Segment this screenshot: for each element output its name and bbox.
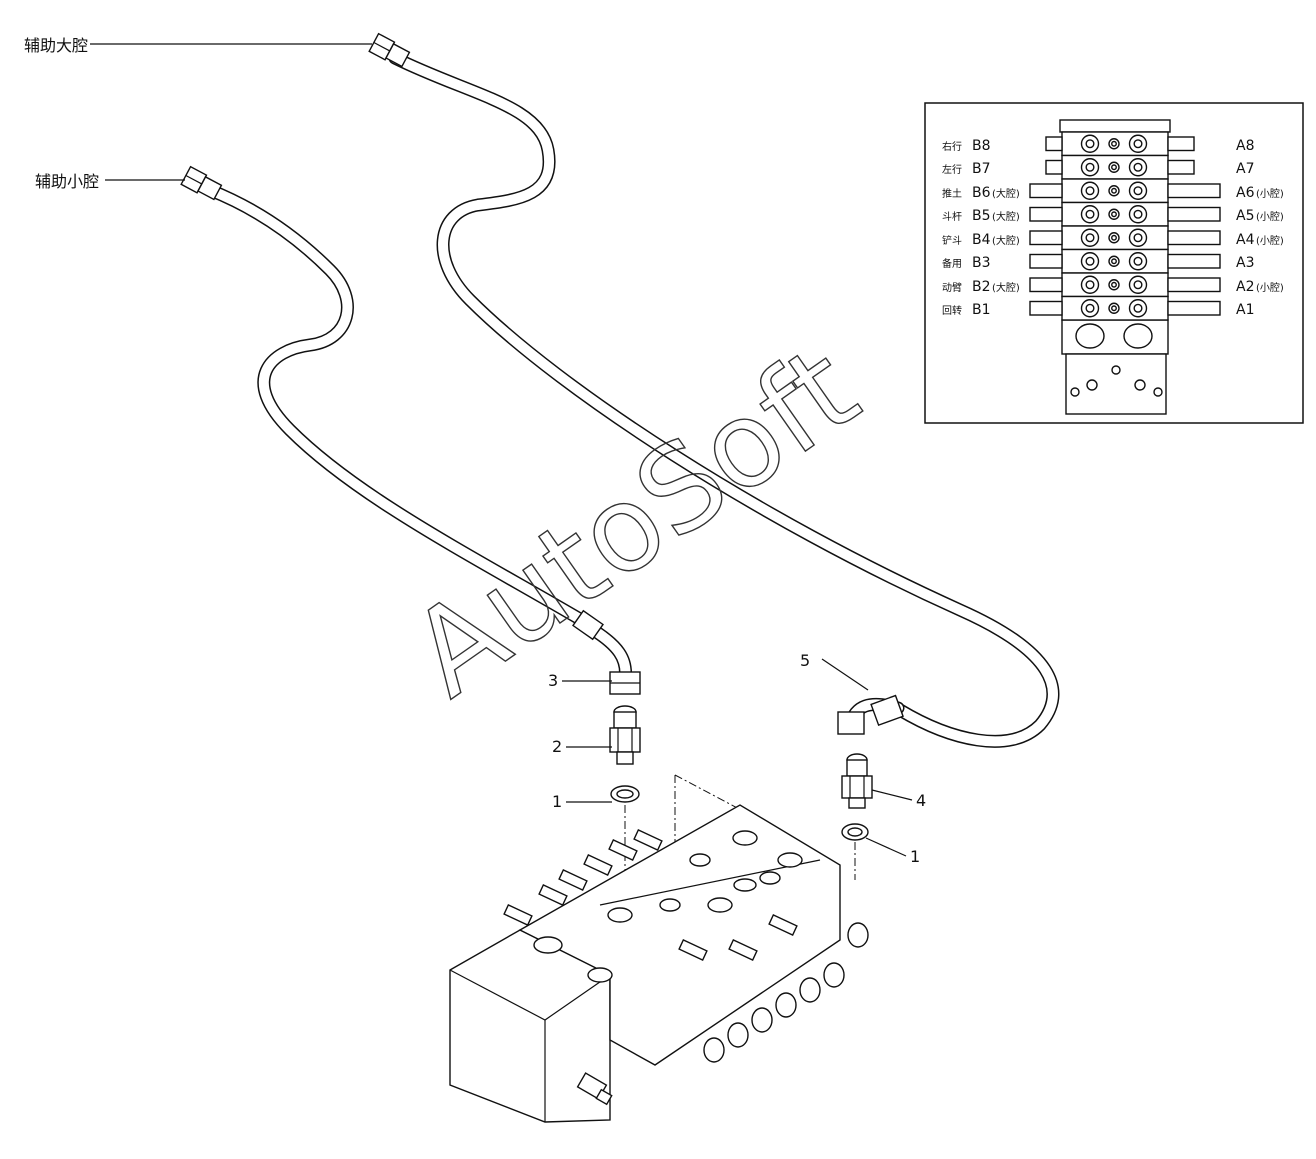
inset-valve-section bbox=[1029, 295, 1221, 321]
inset-row-b: B6 bbox=[972, 185, 991, 201]
inset-left-cap bbox=[1029, 300, 1063, 316]
inset-right-cap bbox=[1167, 300, 1221, 316]
inset-row-a: A5 bbox=[1236, 208, 1254, 224]
hose-large-chamber bbox=[388, 51, 1060, 748]
inset-row-a-suffix: (小腔) bbox=[1256, 187, 1284, 200]
elbow-fitting-right bbox=[837, 694, 905, 735]
o-ring-part-1-left bbox=[610, 785, 640, 803]
inset-valve-section bbox=[1045, 131, 1195, 157]
callout-3: 3 bbox=[548, 671, 558, 690]
inset-valve-diagram bbox=[924, 102, 1304, 424]
label-small-chamber: 辅助小腔 bbox=[35, 172, 99, 191]
inset-row-b: B3 bbox=[972, 255, 991, 271]
callout-5: 5 bbox=[800, 651, 810, 670]
callout-1-right: 1 bbox=[910, 847, 920, 866]
inset-row-name: 动臂 bbox=[942, 281, 962, 294]
inset-left-cap bbox=[1029, 230, 1063, 246]
inset-valve-section bbox=[1029, 225, 1221, 251]
label-large-chamber: 辅助大腔 bbox=[24, 36, 88, 55]
inset-row-name: 铲斗 bbox=[942, 235, 962, 247]
inset-row-name: 右行 bbox=[942, 140, 962, 153]
inset-right-cap bbox=[1167, 253, 1221, 269]
callout-2: 2 bbox=[552, 737, 562, 756]
inset-row-a-suffix: (小腔) bbox=[1256, 281, 1284, 294]
control-valve-block bbox=[449, 774, 869, 1123]
inset-left-cap bbox=[1029, 253, 1063, 269]
hose-small-chamber bbox=[203, 183, 597, 632]
inset-row-name: 备用 bbox=[942, 257, 962, 270]
callout-4: 4 bbox=[916, 791, 926, 810]
inset-row-b: B5 bbox=[972, 208, 991, 224]
inset-row-b: B2 bbox=[972, 279, 991, 295]
inset-left-cap bbox=[1029, 183, 1063, 199]
inset-row-a: A7 bbox=[1236, 161, 1254, 177]
inset-row-a-suffix: (小腔) bbox=[1256, 210, 1284, 223]
inset-row-a: A6 bbox=[1236, 185, 1255, 201]
inset-row-a: A3 bbox=[1236, 255, 1254, 271]
inset-row-b-suffix: (大腔) bbox=[992, 234, 1020, 247]
inset-row-a: A1 bbox=[1236, 302, 1254, 318]
inset-valve-section bbox=[1029, 178, 1221, 204]
inset-left-cap bbox=[1045, 159, 1063, 175]
inset-right-cap bbox=[1167, 159, 1195, 175]
inset-row-a: A8 bbox=[1236, 138, 1254, 154]
inset-row-b: B1 bbox=[972, 302, 991, 318]
inset-valve-section bbox=[1029, 201, 1221, 227]
inset-row-a: A2 bbox=[1236, 279, 1254, 295]
inset-right-cap bbox=[1167, 230, 1221, 246]
inset-row-b: B7 bbox=[972, 161, 991, 177]
o-ring-part-1-right bbox=[841, 823, 869, 841]
elbow-fitting-left bbox=[572, 609, 641, 695]
inset-row-name: 推土 bbox=[942, 187, 962, 200]
adapter-part-2 bbox=[609, 705, 641, 765]
inset-left-cap bbox=[1029, 206, 1063, 222]
hose-nut-large-top bbox=[368, 32, 411, 68]
inset-row-b-suffix: (大腔) bbox=[992, 187, 1020, 200]
adapter-part-4 bbox=[841, 753, 873, 809]
inset-row-name: 左行 bbox=[942, 163, 962, 176]
inset-valve-section bbox=[1029, 272, 1221, 298]
inset-right-cap bbox=[1167, 183, 1221, 199]
inset-row-a-suffix: (小腔) bbox=[1256, 234, 1284, 247]
inset-right-cap bbox=[1167, 206, 1221, 222]
inset-row-name: 斗杆 bbox=[942, 211, 962, 223]
inset-labels: 右行 B8 A8 左行 B7 A7 推土 B6 (大腔) A6 (小腔) 斗杆 … bbox=[942, 138, 1284, 318]
inset-right-cap bbox=[1167, 136, 1195, 152]
inset-row-b: B4 bbox=[972, 232, 991, 248]
inset-left-cap bbox=[1029, 277, 1063, 293]
inset-row-b-suffix: (大腔) bbox=[992, 210, 1020, 223]
inset-row-b-suffix: (大腔) bbox=[992, 281, 1020, 294]
inset-row-a: A4 bbox=[1236, 232, 1255, 248]
callout-1-left: 1 bbox=[552, 792, 562, 811]
inset-row-name: 回转 bbox=[942, 304, 962, 317]
inset-row-b: B8 bbox=[972, 138, 991, 154]
inset-valve-section bbox=[1045, 154, 1195, 180]
inset-right-cap bbox=[1167, 277, 1221, 293]
hose-nut-small-top bbox=[180, 165, 223, 201]
inset-left-cap bbox=[1045, 136, 1063, 152]
inset-valve-section bbox=[1029, 248, 1221, 274]
